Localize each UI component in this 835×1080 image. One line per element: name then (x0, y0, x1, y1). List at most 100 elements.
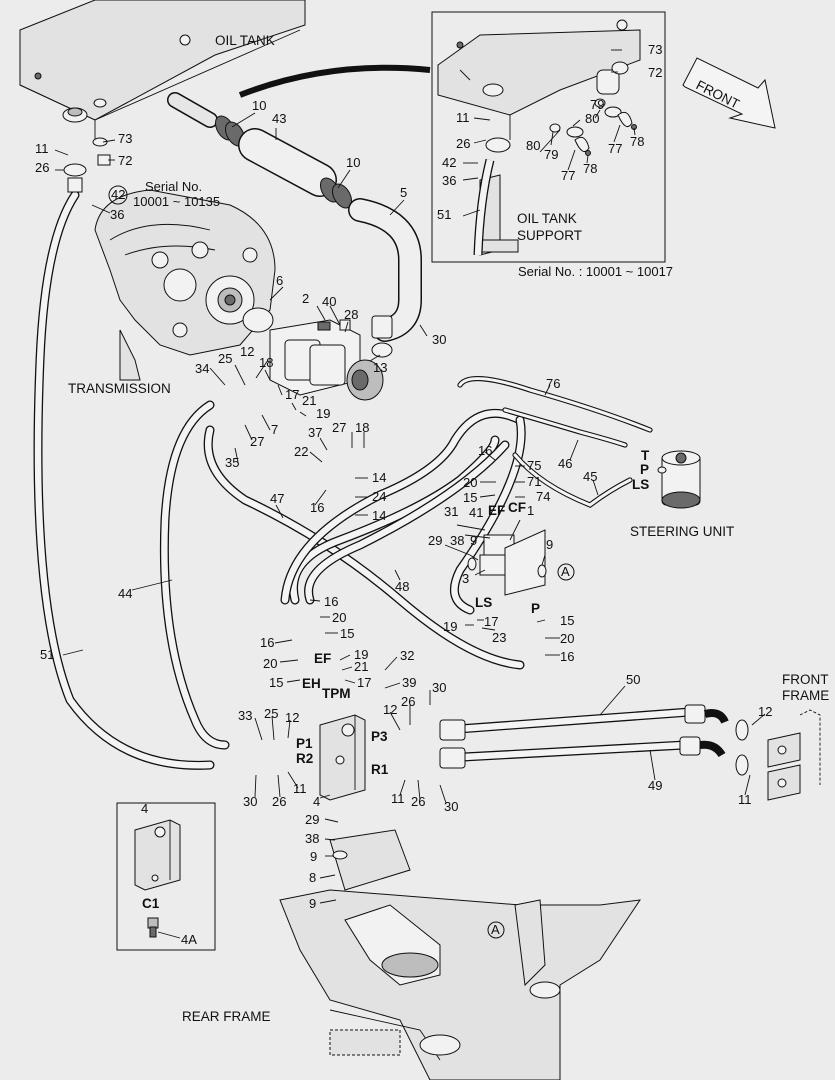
callout: 36 (442, 173, 456, 188)
callout: 11 (293, 781, 307, 796)
bracket-8 (329, 829, 411, 906)
callout: 22 (294, 444, 308, 459)
main-pump (269, 319, 384, 401)
port-ls-steer: LS (632, 477, 649, 492)
port-ef-block: EF (314, 651, 331, 666)
callout: 20 (263, 656, 277, 671)
callout: 6 (276, 273, 283, 288)
callout: 20 (560, 631, 574, 646)
control-block (319, 714, 366, 801)
callout: 19 (316, 406, 330, 421)
port-r1: R1 (371, 762, 389, 777)
callout: 9 (309, 896, 316, 911)
callout: 51 (437, 207, 451, 222)
callout: 11 (35, 141, 49, 156)
callout: 36 (110, 207, 124, 222)
front-frame-title-1: FRONT (782, 672, 829, 687)
callout: 20 (463, 475, 477, 490)
callout: 73 (648, 42, 662, 57)
port-p1: P1 (296, 736, 313, 751)
front-arrow (682, 57, 776, 129)
steering-unit (657, 450, 701, 509)
serial-inset: Serial No. : 10001 ~ 10017 (518, 264, 673, 279)
leader-lines (54, 49, 766, 939)
port-r2: R2 (296, 751, 313, 766)
callout: 15 (269, 675, 283, 690)
callout: 80 (585, 111, 599, 126)
oil-tank-title: OIL TANK (215, 33, 275, 48)
port-c1: C1 (142, 896, 160, 911)
callout: 78 (583, 161, 597, 176)
callout: 28 (344, 307, 358, 322)
fitting-26 (63, 163, 87, 177)
callout: 26 (35, 160, 49, 175)
hose-49 (439, 736, 726, 769)
callout: 16 (478, 443, 492, 458)
callout: 30 (432, 332, 446, 347)
callout: 9 (470, 533, 477, 548)
callout: 25 (264, 706, 278, 721)
hose-76 (457, 375, 653, 433)
callout: 75 (527, 458, 541, 473)
callout: 10 (346, 155, 360, 170)
callout: 40 (322, 294, 336, 309)
callout: 49 (648, 778, 662, 793)
oil-tank (19, 0, 306, 140)
callout: 35 (225, 455, 239, 470)
suction-hose-assembly (167, 92, 422, 358)
callout: 12 (240, 344, 254, 359)
suction-hose-arc (238, 64, 431, 98)
callout: 16 (260, 635, 274, 650)
callout: 72 (118, 153, 132, 168)
oil-tank-support-1: OIL TANK (517, 211, 577, 226)
steering-unit-title: STEERING UNIT (630, 524, 734, 539)
callout: 10 (252, 98, 266, 113)
callout: 42 (442, 155, 456, 170)
callout: 5 (400, 185, 407, 200)
port-cf-top: CF (508, 500, 526, 515)
callout: 12 (383, 702, 397, 717)
serial-main-2: 10001 ~ 10135 (133, 194, 220, 209)
callout: 44 (118, 586, 132, 601)
transmission (94, 189, 276, 381)
rear-frame (279, 889, 642, 1080)
callout: 50 (626, 672, 640, 687)
callout: 80 (526, 138, 540, 153)
callout: 30 (444, 799, 458, 814)
callout: 73 (118, 131, 132, 146)
callout: 27 (332, 420, 346, 435)
callout: 8 (309, 870, 316, 885)
port-t-steer: T (641, 448, 650, 463)
callout: 15 (340, 626, 354, 641)
callout: 77 (561, 168, 575, 183)
callout: 4 (313, 794, 320, 809)
callout: 26 (456, 136, 470, 151)
callout: 18 (259, 355, 273, 370)
hose-51 (33, 190, 215, 770)
port-ef-top: EF (488, 503, 505, 518)
callout: 74 (536, 489, 550, 504)
port-p-steer: P (640, 462, 649, 477)
callout: 29 (305, 812, 319, 827)
callout: 38 (305, 831, 319, 846)
callout: 26 (272, 794, 286, 809)
callout: 1 (527, 503, 534, 518)
callout: 11 (391, 791, 405, 806)
callout: 51 (40, 647, 54, 662)
valve-block-4 (134, 819, 181, 938)
oil-tank-support-2: SUPPORT (517, 228, 582, 243)
callout: 20 (332, 610, 346, 625)
callout: 12 (285, 710, 299, 725)
front-frame-blocks (735, 709, 821, 801)
callout: 9 (546, 537, 553, 552)
callout: 79 (544, 147, 558, 162)
transmission-title: TRANSMISSION (68, 381, 171, 396)
oring-73 (92, 137, 108, 147)
inset-tank (437, 19, 641, 256)
callout: 17 (285, 387, 299, 402)
callout: 16 (560, 649, 574, 664)
callout: 76 (546, 376, 560, 391)
callout: 37 (308, 425, 322, 440)
callout: 17 (357, 675, 371, 690)
port-eh: EH (302, 676, 321, 691)
